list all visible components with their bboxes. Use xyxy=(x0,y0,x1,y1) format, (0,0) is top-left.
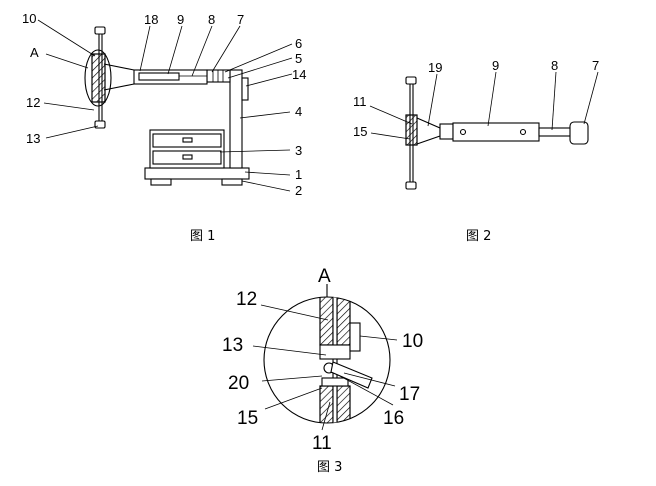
fig2-cap-bottom xyxy=(405,181,417,190)
fig3-label-11: 11 xyxy=(312,433,332,454)
fig3-label-a: A xyxy=(318,266,331,287)
figure-1: 10 18 9 8 7 6 5 14 A 12 4 13 3 1 2 图 1 xyxy=(22,11,306,244)
lower-wall-left xyxy=(319,385,334,423)
fig1-label-18: 18 xyxy=(144,12,158,27)
fig2-caption: 图 2 xyxy=(466,229,491,244)
fig1-label-2: 2 xyxy=(295,183,302,198)
shaft-cap-top xyxy=(94,26,106,35)
fig2-cap-top xyxy=(405,76,417,85)
fig1-label-1: 1 xyxy=(295,167,302,182)
connector-cone xyxy=(103,63,135,91)
fig2-label-15: 15 xyxy=(353,124,367,139)
clamp-body xyxy=(91,53,106,103)
fig1-label-12: 12 xyxy=(26,95,40,110)
junction-block xyxy=(319,344,351,360)
lower-wall-right xyxy=(336,385,351,423)
fig1-caption: 图 1 xyxy=(190,229,215,244)
figure-2: 19 9 8 7 11 15 图 2 xyxy=(353,58,599,244)
fig3-label-16: 16 xyxy=(383,408,404,429)
fig2-label-11: 11 xyxy=(353,94,367,109)
lower-junction xyxy=(321,377,349,387)
fig3-caption: 图 3 xyxy=(317,460,342,475)
figure-3: A 12 10 13 20 17 15 16 11 图 3 xyxy=(222,266,423,475)
upper-wall-right xyxy=(336,297,351,346)
upper-wall-left xyxy=(319,297,334,346)
fig1-label-8: 8 xyxy=(208,12,215,27)
fig3-label-17: 17 xyxy=(399,384,420,405)
drawer-handle-top xyxy=(182,137,193,143)
shaft-cap-bottom xyxy=(94,120,106,129)
fig3-label-13: 13 xyxy=(222,335,243,356)
motor xyxy=(206,69,231,83)
fig1-label-10: 10 xyxy=(22,11,36,26)
fig3-label-12: 12 xyxy=(236,289,257,310)
base-plate xyxy=(144,167,250,180)
fig1-label-5: 5 xyxy=(295,51,302,66)
fig2-label-9: 9 xyxy=(492,58,499,73)
fig1-leaders xyxy=(37,19,293,192)
fig3-label-10: 10 xyxy=(402,331,423,352)
base-foot-right xyxy=(221,178,243,186)
fig2-rod-8 xyxy=(538,127,573,137)
fig1-label-4: 4 xyxy=(295,104,302,119)
fig2-label-7: 7 xyxy=(592,58,599,73)
fig1-label-14: 14 xyxy=(292,67,306,82)
fig1-label-3: 3 xyxy=(295,143,302,158)
drawer-handle-bottom xyxy=(182,154,193,160)
fig3-label-15: 15 xyxy=(237,408,258,429)
fig1-label-9: 9 xyxy=(177,12,184,27)
fig2-joint xyxy=(439,123,454,140)
fig2-label-19: 19 xyxy=(428,60,442,75)
fig1-label-13: 13 xyxy=(26,131,40,146)
fig1-label-7: 7 xyxy=(237,12,244,27)
side-block xyxy=(241,77,249,101)
fig2-leaders xyxy=(369,71,599,140)
fig1-label-6: 6 xyxy=(295,36,302,51)
fig3-label-20: 20 xyxy=(228,373,249,394)
detail-a-circle xyxy=(84,49,112,107)
inner-slot xyxy=(332,297,338,423)
fig3-leaders xyxy=(252,304,398,431)
base-foot-left xyxy=(150,178,172,186)
fig2-knob-7 xyxy=(569,121,589,145)
side-block-10 xyxy=(349,322,361,352)
column xyxy=(229,69,243,169)
fig2-label-8: 8 xyxy=(551,58,558,73)
fig2-clamp xyxy=(405,114,418,146)
inner-tube xyxy=(138,72,180,81)
fig1-label-a: A xyxy=(30,45,39,60)
